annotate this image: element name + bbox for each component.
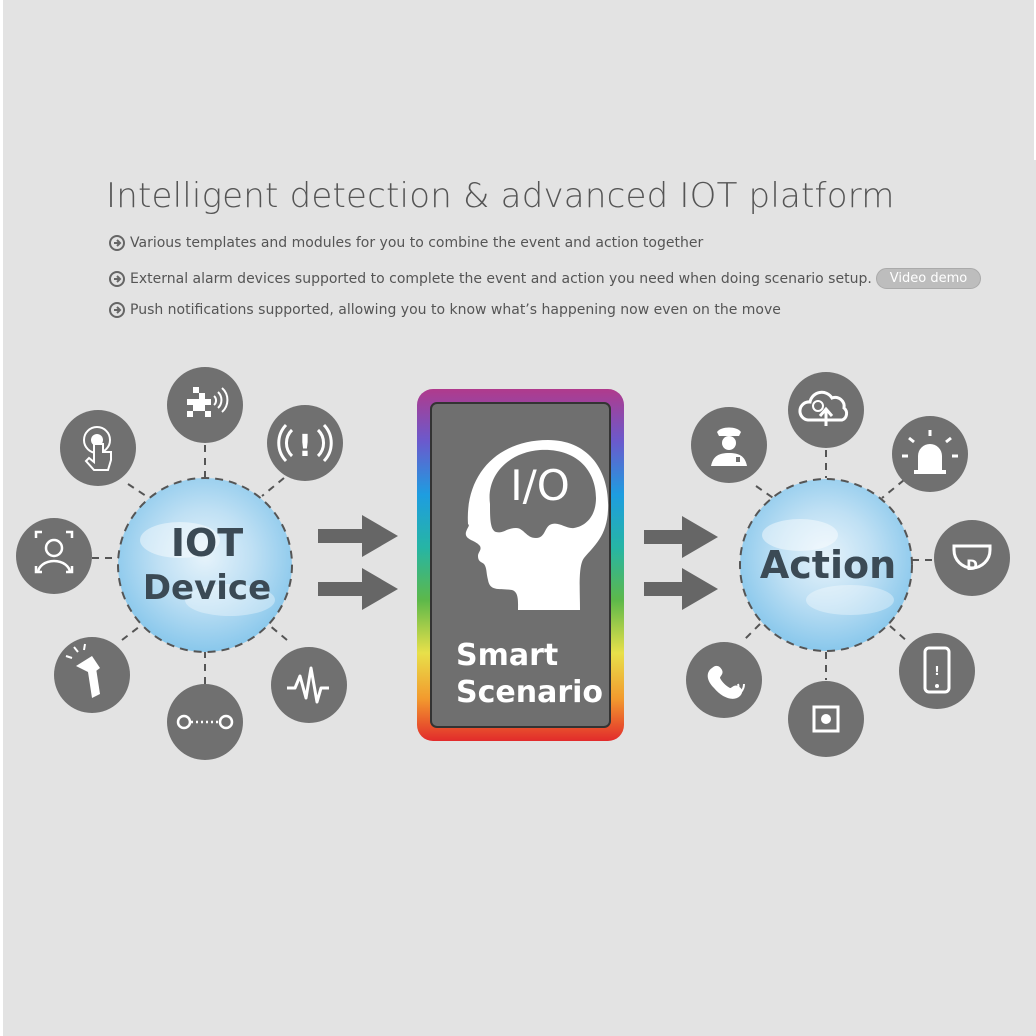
- page-left-edge: [0, 0, 3, 1036]
- output-arrows: [644, 516, 718, 610]
- hub-label-line2: Device: [143, 568, 271, 608]
- arrow-circle-icon: [109, 270, 125, 287]
- touch-button-icon: [60, 410, 136, 486]
- camera-dome-icon: D: [934, 520, 1010, 596]
- brain-label: I/O: [510, 461, 570, 510]
- alarm-output-icon: [788, 681, 864, 757]
- feature-bullet: Push notifications supported, allowing y…: [109, 302, 781, 318]
- page-title: Intelligent detection & advanced IOT pla…: [106, 176, 895, 216]
- hub-label: Action: [760, 543, 896, 587]
- page-right-edge: [1034, 0, 1036, 160]
- center-label-line1: Smart: [456, 638, 558, 673]
- arrow-circle-icon: [109, 235, 125, 251]
- guard-icon: [691, 407, 767, 483]
- action-hub: Action: [739, 478, 913, 652]
- line-crossing-icon: [167, 684, 243, 760]
- svg-text:!: !: [298, 429, 312, 464]
- motion-detection-icon: [167, 367, 243, 443]
- bullet-text: Push notifications supported, allowing y…: [130, 302, 781, 318]
- hub-label-line1: IOT: [171, 521, 243, 565]
- brain-head-icon: I/O: [465, 440, 609, 610]
- bullet-text: Various templates and modules for you to…: [130, 235, 704, 251]
- cloud-upload-icon: [788, 372, 864, 448]
- arrow-circle-icon: [109, 302, 125, 318]
- video-demo-button[interactable]: Video demo: [875, 268, 982, 289]
- iot-device-hub: IOT Device: [117, 477, 293, 653]
- siren-icon: [892, 416, 968, 492]
- bullet-text: External alarm devices supported to comp…: [130, 270, 872, 287]
- tamper-hammer-icon: [54, 637, 130, 713]
- waveform-icon: [271, 647, 347, 723]
- phone-notification-icon: !: [899, 633, 975, 709]
- svg-text:D: D: [966, 558, 978, 574]
- center-label-line2: Scenario: [456, 675, 603, 710]
- feature-bullet: External alarm devices supported to comp…: [109, 268, 982, 289]
- svg-text:!: !: [934, 664, 939, 678]
- phone-call-icon: [686, 642, 762, 718]
- input-arrows: [318, 515, 398, 610]
- face-detection-icon: [16, 518, 92, 594]
- sound-alarm-icon: !: [267, 405, 343, 481]
- right-connectors: [743, 450, 935, 680]
- smart-scenario-box: I/O Smart Scenario: [417, 389, 624, 741]
- feature-bullet: Various templates and modules for you to…: [109, 235, 703, 251]
